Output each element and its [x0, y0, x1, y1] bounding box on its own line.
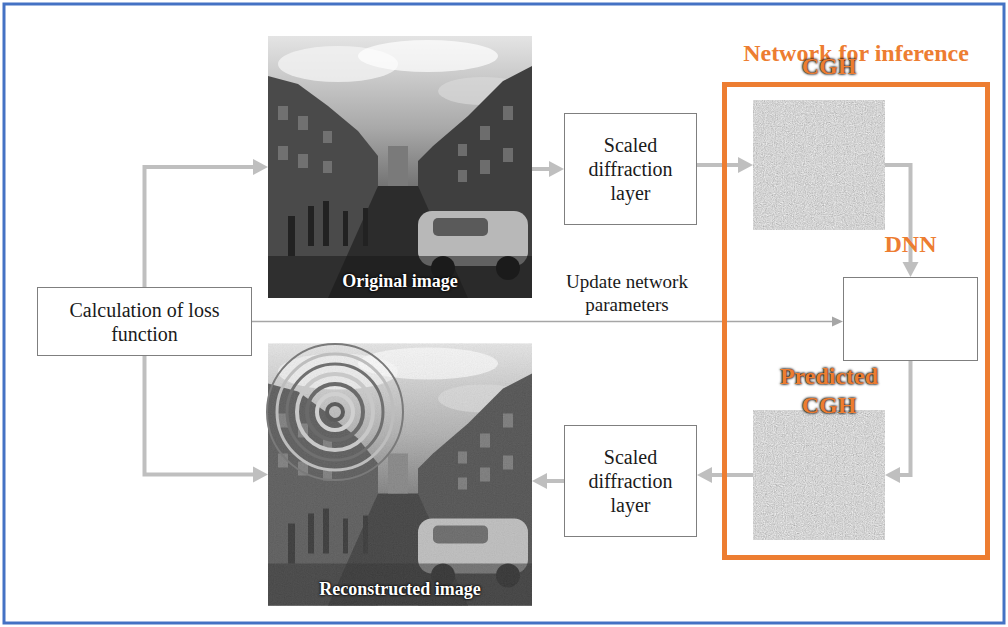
box-label: Calculation of loss function [46, 298, 243, 346]
connector-line [145, 356, 255, 475]
hologram-noise [753, 100, 885, 230]
flow-arrow [885, 361, 911, 483]
arrow-head [697, 467, 712, 483]
arrow-head [253, 467, 268, 483]
arrow-head [832, 317, 843, 327]
arrow-head [738, 157, 753, 173]
arrow-head [903, 262, 919, 277]
flow-arrow [532, 161, 564, 177]
original-photo [268, 36, 532, 298]
process-box: Scaled diffraction layer [564, 425, 697, 537]
flow-arrow [145, 356, 269, 483]
edge-label: Update network parameters [542, 271, 712, 317]
arrow-head [549, 161, 564, 177]
panel-label: Reconstructed image [268, 579, 532, 600]
box-label: Scaled diffraction layer [573, 445, 688, 517]
connector-line [532, 167, 550, 171]
box-label: DNN [844, 230, 977, 259]
speckle-noise [268, 343, 532, 606]
connector-line [697, 163, 739, 167]
hologram-panel: Predicted CGH [753, 410, 885, 540]
arrow-head [532, 473, 547, 489]
flow-arrow [145, 159, 269, 287]
connector-line [899, 361, 911, 475]
arrow-head [253, 159, 268, 175]
flow-arrow [532, 473, 564, 489]
flow-arrow [885, 165, 919, 277]
hologram-panel: CGH [753, 100, 885, 230]
ring-artifacts [267, 344, 403, 480]
group-frame: Network for inferenceCGHDNNPredicted CGH [722, 82, 990, 560]
image-panel: Reconstructed image [268, 343, 532, 606]
connector-line [145, 167, 255, 287]
connector-line [546, 479, 564, 483]
connector-line [711, 473, 753, 477]
arrow-head [885, 467, 900, 483]
process-box: Calculation of loss function [37, 287, 252, 356]
box-label: Scaled diffraction layer [573, 133, 688, 205]
hologram-noise [753, 410, 885, 540]
outer-frame [4, 4, 1004, 623]
image-panel: Original image [268, 36, 532, 298]
reconstructed-photo [268, 344, 532, 606]
connector-line [252, 321, 833, 323]
flow-arrow [252, 317, 843, 327]
panel-label: Original image [268, 271, 532, 292]
panel-label: CGH [753, 52, 905, 224]
process-box: Scaled diffraction layer [564, 113, 697, 225]
panel-label: Predicted CGH [753, 362, 905, 534]
network-box: DNN [843, 277, 978, 361]
